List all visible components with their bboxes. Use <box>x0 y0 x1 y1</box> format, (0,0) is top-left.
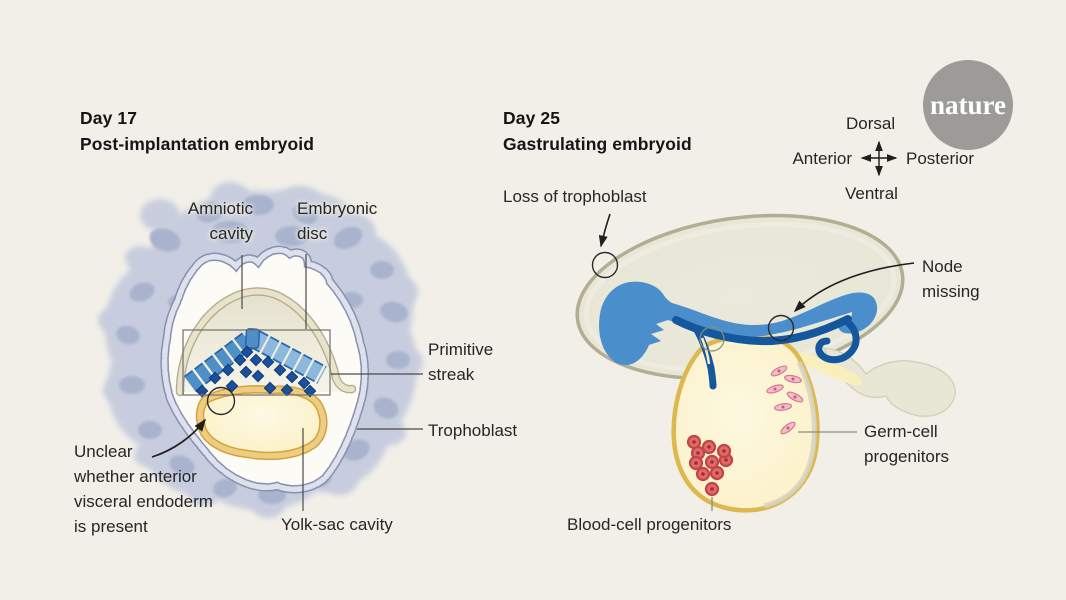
loss-arrow <box>598 213 611 248</box>
amniotic-cavity-fill <box>180 291 352 392</box>
label-node-missing: Node missing <box>922 257 980 301</box>
node-missing-circle <box>767 314 795 342</box>
faint-node-circle <box>699 326 725 352</box>
day25-title: Day 25 Gastrulating embryoid <box>503 108 692 154</box>
label-avd-note: Unclear whether anterior visceral endode… <box>74 442 213 536</box>
primitive-streak-cells <box>195 345 317 398</box>
day17-leader-lines <box>241 254 423 511</box>
embryonic-disc-frame <box>182 329 331 396</box>
compass-posterior: Posterior <box>906 149 975 168</box>
day25-embryoid <box>575 213 956 513</box>
embryonic-disc-cells <box>184 328 327 392</box>
label-loss-of-trophoblast: Loss of trophoblast <box>503 187 647 206</box>
axis-compass <box>860 140 898 177</box>
yolk-sac-gray-rim <box>763 360 817 509</box>
label-trophoblast: Trophoblast <box>428 421 518 440</box>
blood-cell-progenitors <box>686 434 734 497</box>
node-groove-slit <box>700 337 711 365</box>
day17-embryoid <box>98 182 423 518</box>
nature-logo: nature <box>923 60 1013 150</box>
compass-dorsal: Dorsal <box>846 114 896 133</box>
trophoblast-cell-chain-fill <box>161 247 368 493</box>
label-amniotic-cavity: Amniotic cavity <box>187 199 253 243</box>
amnion-cell-chain-fill <box>177 288 355 395</box>
compass-ventral: Ventral <box>845 184 898 203</box>
epiblast-band <box>599 281 878 366</box>
yolk-sac-left <box>200 389 324 456</box>
node-arrow <box>793 262 915 313</box>
posterior-appendage <box>822 347 956 417</box>
label-primitive-streak: Primitive streak <box>428 340 494 384</box>
label-embryonic-disc: Embryonic disc <box>297 199 378 243</box>
germ-cell-progenitors <box>766 365 804 435</box>
label-germ-cell-progenitors: Germ-cell progenitors <box>864 422 950 466</box>
label-yolk-sac-cavity: Yolk-sac cavity <box>281 515 393 534</box>
compass-anterior: Anterior <box>792 149 852 168</box>
ave-arrow <box>151 418 207 458</box>
appendage-yellow-streak <box>798 352 862 386</box>
nature-logo-text: nature <box>929 89 1006 120</box>
day17-title: Day 17 Post-implantation embryoid <box>80 108 315 154</box>
yolk-sac-right <box>671 334 820 513</box>
ave-marker-circle <box>206 386 236 416</box>
loss-of-trophoblast-circle <box>591 251 619 279</box>
label-blood-cell-progenitors: Blood-cell progenitors <box>567 515 732 534</box>
day25-leader-lines <box>711 431 857 511</box>
